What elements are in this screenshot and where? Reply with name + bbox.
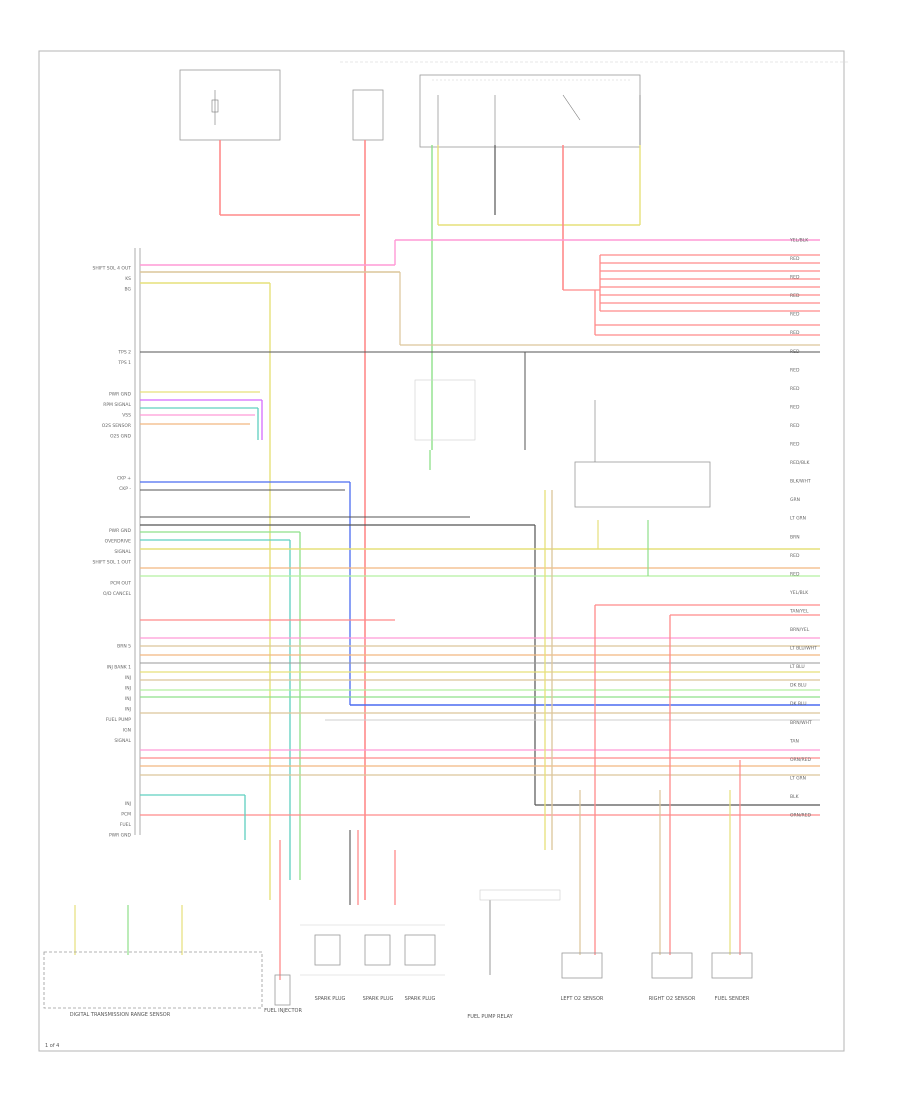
left-pin-label: TPS 2	[117, 350, 131, 356]
right-pin-label: LT GRN	[790, 775, 806, 781]
right-pin-label: RED	[790, 349, 800, 355]
bottom-component-labels: DIGITAL TRANSMISSION RANGE SENSOR FUEL IN…	[70, 996, 750, 1020]
left-pin-label: TPS 1	[117, 360, 131, 366]
top-relay-component	[352, 89, 384, 900]
right-pin-labels: YEL/BLK RED RED RED RED RED RED RED RED RED RED RED…	[789, 238, 817, 819]
left-pin-label: INJ	[125, 707, 131, 713]
right-pin-label: RED	[790, 256, 800, 262]
left-pin-label: BG	[125, 287, 132, 293]
left-pin-label: O/D CANCEL	[103, 591, 132, 597]
right-pin-label: LT BLU/WHT	[790, 646, 817, 652]
left-pin-label: O2S GND	[110, 434, 132, 440]
left-pin-label: INJ	[125, 686, 131, 692]
left-pin-label: FUEL	[120, 822, 132, 828]
right-pin-label: RED	[790, 275, 800, 281]
left-pin-label: INJ BANK 1	[107, 665, 131, 671]
right-pin-label: LT BLU	[790, 664, 805, 670]
left-pin-label: CKP -	[119, 486, 131, 492]
bottom-component-label: FUEL INJECTOR	[264, 1008, 302, 1014]
right-pin-label: RED	[790, 423, 800, 429]
bottom-component-label: DIGITAL TRANSMISSION RANGE SENSOR	[70, 1012, 171, 1018]
right-pin-label: BRN/WHT	[790, 720, 812, 726]
right-pin-label: LT GRN	[790, 516, 806, 522]
right-components	[414, 379, 753, 979]
right-pin-label: BLK	[790, 794, 800, 800]
bottom-component-label: FUEL SENDER	[715, 996, 750, 1002]
right-pin-label: RED	[790, 312, 800, 318]
right-pin-label: TAN/YEL	[789, 608, 809, 614]
right-pin-label: RED	[790, 386, 800, 392]
right-pin-label: RED	[790, 553, 800, 559]
right-pin-label: YEL/BLK	[789, 238, 809, 244]
bottom-component-label: RIGHT O2 SENSOR	[649, 996, 696, 1002]
bottom-component-label: SPARK PLUG	[405, 996, 436, 1002]
left-pin-label: PCM	[121, 812, 131, 818]
left-pin-label: PCM OUT	[110, 581, 131, 587]
bottom-components	[43, 924, 445, 1009]
left-pin-label: CKP +	[117, 476, 131, 482]
power-distribution-box	[340, 61, 850, 450]
left-pin-label: OVERDRIVE	[105, 539, 132, 545]
left-pin-label: INJ	[125, 675, 131, 681]
right-pin-label: DK BLU	[790, 683, 807, 689]
left-pin-label: BRN 5	[117, 644, 131, 650]
right-pin-label: ORN/RED	[790, 757, 812, 763]
left-pin-label: PWR GND	[109, 392, 132, 398]
left-pin-label: KS	[125, 276, 131, 282]
bottom-component-label: LEFT O2 SENSOR	[561, 996, 604, 1002]
right-pin-label: BLK/WHT	[790, 479, 811, 485]
right-pin-label: DK BLU	[790, 701, 807, 707]
left-pin-label: FUEL PUMP	[106, 717, 132, 723]
bottom-component-label: FUEL PUMP RELAY	[467, 1014, 513, 1020]
left-pin-label: PWR GND	[109, 833, 132, 839]
right-pin-label: TAN	[789, 738, 799, 744]
right-pin-label: RED	[790, 404, 800, 410]
right-pin-label: RED	[790, 442, 800, 448]
right-pin-label: BRN/YEL	[790, 627, 810, 633]
harness-wires	[74, 239, 820, 980]
pcm-connector	[134, 248, 141, 835]
top-left-component	[179, 69, 360, 216]
diagram-border	[38, 50, 845, 1052]
right-pin-label: RED	[790, 293, 800, 299]
bottom-component-label: SPARK PLUG	[363, 996, 394, 1002]
left-pin-label: PWR GND	[109, 528, 132, 534]
left-pin-label: O2S SENSOR	[102, 423, 131, 429]
right-pin-label: RED	[790, 367, 800, 373]
left-pin-label: SIGNAL	[114, 549, 131, 555]
left-pin-labels: SHIFT SOL 4 OUT KS BG TPS 2 TPS 1 PWR GND RPM …	[93, 266, 132, 839]
left-pin-label: IGN	[123, 728, 131, 734]
right-pin-label: YEL/BLK	[789, 590, 809, 596]
left-pin-label: INJ	[125, 801, 131, 807]
left-pin-label: SHIFT SOL 1 OUT	[93, 560, 132, 566]
left-pin-label: VSS	[122, 413, 131, 419]
right-pin-label: GRN	[790, 497, 800, 503]
left-pin-label: SIGNAL	[114, 738, 131, 744]
left-pin-label: SHIFT SOL 4 OUT	[93, 266, 132, 272]
page-number: 1 of 4	[45, 1043, 59, 1049]
left-pin-label: RPM SIGNAL	[103, 402, 131, 408]
right-pin-label: RED/BLK	[790, 460, 811, 466]
bottom-component-label: SPARK PLUG	[315, 996, 346, 1002]
right-pin-label: RED	[790, 330, 800, 336]
right-pin-label: ORN/RED	[790, 813, 812, 819]
right-pin-label: RED	[790, 571, 800, 577]
right-pin-label: BRN	[790, 534, 800, 540]
left-pin-label: INJ	[125, 696, 131, 702]
